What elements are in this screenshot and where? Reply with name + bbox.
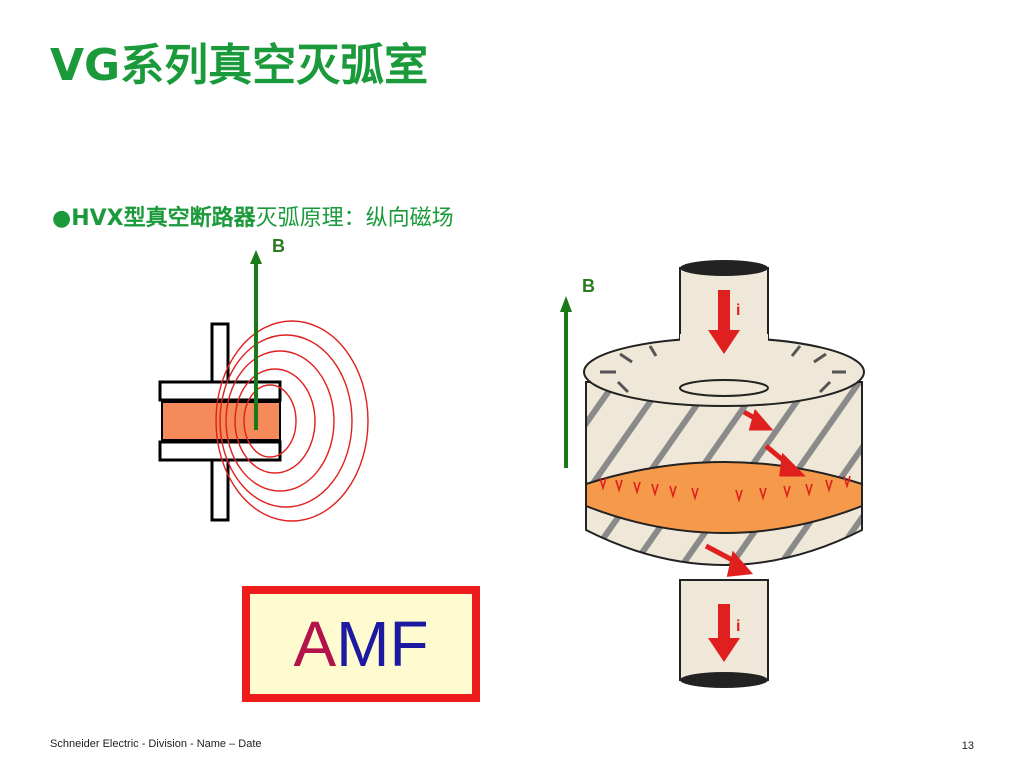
bullet-line: ●HVX型真空断路器灭弧原理：纵向磁场: [52, 200, 454, 232]
left-field-arrow-head: [250, 250, 262, 264]
left-field-label: B: [272, 236, 285, 256]
current-arrow-bottom-head: [708, 638, 740, 662]
current-arrow-bottom: [718, 604, 730, 640]
bullet-symbol: ●: [52, 206, 72, 231]
arc-marks: [599, 475, 851, 503]
disc-slots: [600, 345, 846, 394]
slide-title: VG系列真空灭弧室: [50, 40, 429, 91]
footer-text: Schneider Electric - Division - Name – D…: [50, 738, 262, 750]
lower-stem-bottom: [680, 672, 768, 688]
bullet-text: 灭弧原理：纵向磁场: [255, 206, 454, 231]
upper-stem-top: [680, 260, 768, 276]
arc-ring: [585, 461, 863, 534]
amf-letters-mf: MF: [336, 608, 429, 680]
right-field-arrow-head: [560, 296, 572, 312]
amf-letter-a: A: [293, 608, 337, 680]
magnetic-field-lines: [215, 320, 369, 522]
right-contact-assembly: [560, 260, 865, 688]
helical-current-arrows: [704, 408, 807, 577]
current-arrow-top-head: [708, 330, 740, 354]
bullet-bold-text: HVX型真空断路器: [71, 206, 256, 231]
page-number: 13: [961, 740, 974, 752]
current-label-bottom: i: [736, 618, 741, 635]
stem-base: [679, 379, 769, 397]
right-field-label: B: [582, 276, 595, 296]
current-label-top: i: [736, 302, 741, 319]
left-cross-section: [158, 250, 369, 522]
current-arrow-top: [718, 290, 730, 330]
